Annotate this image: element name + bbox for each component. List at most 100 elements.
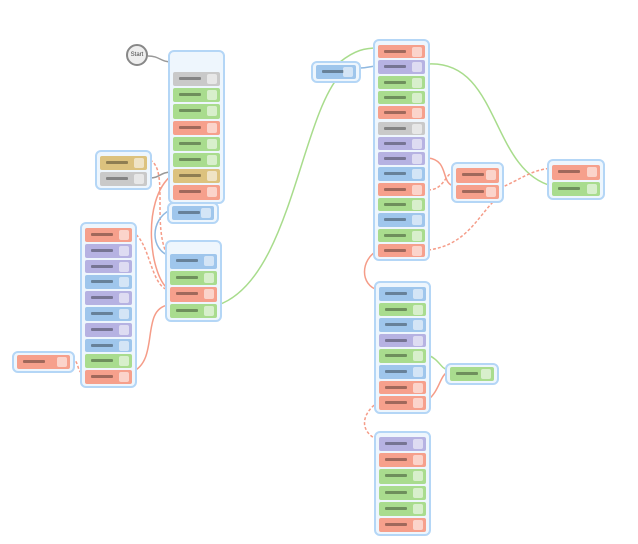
flow-node-red[interactable] bbox=[379, 453, 426, 468]
flow-node-green[interactable] bbox=[170, 270, 217, 285]
flow-node-green[interactable] bbox=[379, 469, 426, 484]
flow-node-red[interactable] bbox=[85, 370, 132, 384]
flow-node-gray[interactable] bbox=[100, 172, 147, 186]
node-label-placeholder bbox=[179, 125, 201, 129]
flow-node-red[interactable] bbox=[85, 228, 132, 242]
node-group-g1[interactable] bbox=[168, 50, 225, 204]
flow-node-green[interactable] bbox=[552, 181, 600, 196]
node-group-g3[interactable] bbox=[167, 202, 219, 224]
flow-node-purple[interactable] bbox=[85, 322, 132, 337]
flow-node-tan[interactable] bbox=[100, 156, 147, 170]
flow-node-blue[interactable] bbox=[170, 254, 217, 269]
flow-node-purple[interactable] bbox=[85, 291, 132, 305]
node-label-placeholder bbox=[176, 259, 198, 262]
flow-node-blue[interactable] bbox=[85, 338, 132, 353]
flow-node-blue[interactable] bbox=[316, 65, 356, 79]
flow-node-green[interactable] bbox=[173, 136, 220, 151]
node-type-icon bbox=[119, 324, 129, 335]
node-group-g12[interactable] bbox=[445, 363, 499, 385]
flow-node-green[interactable] bbox=[173, 153, 220, 168]
flow-node-green[interactable] bbox=[378, 198, 425, 212]
node-type-icon bbox=[119, 356, 129, 367]
node-group-g11[interactable] bbox=[374, 281, 431, 414]
flow-node-green[interactable] bbox=[170, 303, 217, 318]
node-label-placeholder bbox=[385, 338, 407, 342]
flow-node-green[interactable] bbox=[379, 349, 426, 363]
flow-node-green[interactable] bbox=[379, 501, 426, 516]
flow-node-blue[interactable] bbox=[172, 206, 214, 220]
flow-node-green[interactable] bbox=[173, 88, 220, 103]
flow-node-red[interactable] bbox=[379, 380, 426, 395]
node-group-g2[interactable] bbox=[95, 150, 152, 190]
flow-node-green[interactable] bbox=[379, 485, 426, 500]
flow-node-purple[interactable] bbox=[379, 437, 426, 452]
flow-node-red[interactable] bbox=[378, 243, 425, 258]
node-type-icon bbox=[204, 289, 214, 299]
node-type-icon bbox=[412, 200, 422, 210]
flow-node-red[interactable] bbox=[378, 106, 425, 120]
node-group-g9[interactable] bbox=[451, 162, 504, 203]
node-label-placeholder bbox=[384, 80, 406, 84]
node-type-icon bbox=[207, 90, 217, 101]
flow-node-green[interactable] bbox=[85, 354, 132, 369]
flow-node-purple[interactable] bbox=[378, 60, 425, 74]
flow-node-purple[interactable] bbox=[378, 136, 425, 151]
flow-node-blue[interactable] bbox=[379, 318, 426, 332]
node-group-g7[interactable] bbox=[311, 61, 361, 83]
node-group-g5[interactable] bbox=[80, 222, 137, 388]
node-label-placeholder bbox=[106, 177, 128, 180]
node-group-g6[interactable] bbox=[12, 351, 75, 373]
node-label-placeholder bbox=[91, 375, 113, 379]
node-label-placeholder bbox=[462, 189, 484, 193]
node-label-placeholder bbox=[179, 93, 201, 97]
node-type-icon bbox=[204, 305, 214, 316]
node-group-g10[interactable] bbox=[547, 159, 605, 200]
node-type-icon bbox=[119, 309, 129, 319]
node-group-g13[interactable] bbox=[374, 431, 431, 537]
flow-node-red[interactable] bbox=[378, 45, 425, 59]
flow-node-tan[interactable] bbox=[173, 169, 220, 184]
node-type-icon bbox=[413, 304, 423, 315]
flow-node-blue[interactable] bbox=[378, 213, 425, 227]
flow-node-gray[interactable] bbox=[378, 121, 425, 135]
flow-node-red[interactable] bbox=[379, 518, 426, 533]
flow-node-blue[interactable] bbox=[85, 275, 132, 290]
flow-node-purple[interactable] bbox=[85, 259, 132, 274]
flow-node-blue[interactable] bbox=[85, 307, 132, 321]
flow-node-blue[interactable] bbox=[378, 167, 425, 181]
flow-node-green[interactable] bbox=[378, 90, 425, 105]
node-label-placeholder bbox=[23, 360, 45, 363]
node-label-placeholder bbox=[385, 458, 407, 462]
flow-node-red[interactable] bbox=[173, 185, 220, 200]
flow-node-green[interactable] bbox=[379, 302, 426, 317]
start-node[interactable]: Start bbox=[126, 44, 148, 66]
flow-node-blue[interactable] bbox=[379, 365, 426, 379]
node-type-icon bbox=[119, 245, 129, 256]
node-type-icon bbox=[204, 272, 214, 283]
flow-node-purple[interactable] bbox=[379, 333, 426, 348]
flow-node-blue[interactable] bbox=[379, 287, 426, 301]
flow-node-red[interactable] bbox=[379, 396, 426, 410]
node-label-placeholder bbox=[558, 170, 580, 173]
node-group-g8[interactable] bbox=[373, 39, 430, 262]
flow-node-purple[interactable] bbox=[378, 152, 425, 166]
node-type-icon bbox=[119, 230, 129, 240]
flow-node-red[interactable] bbox=[170, 287, 217, 302]
flow-node-green[interactable] bbox=[378, 228, 425, 242]
flow-node-red[interactable] bbox=[173, 120, 220, 135]
flow-node-green[interactable] bbox=[173, 104, 220, 119]
flow-node-red[interactable] bbox=[456, 168, 499, 183]
flow-node-green[interactable] bbox=[378, 75, 425, 89]
node-label-placeholder bbox=[91, 296, 113, 300]
node-label-placeholder bbox=[106, 161, 128, 164]
flow-node-gray[interactable] bbox=[173, 72, 220, 87]
flow-node-red[interactable] bbox=[17, 355, 70, 369]
node-label-placeholder bbox=[176, 275, 198, 279]
flow-node-red[interactable] bbox=[552, 165, 600, 180]
flow-node-red[interactable] bbox=[378, 182, 425, 196]
flow-node-red[interactable] bbox=[456, 184, 499, 199]
flow-node-purple[interactable] bbox=[85, 243, 132, 258]
flow-node-green[interactable] bbox=[450, 367, 494, 381]
node-group-g4[interactable] bbox=[165, 240, 222, 322]
